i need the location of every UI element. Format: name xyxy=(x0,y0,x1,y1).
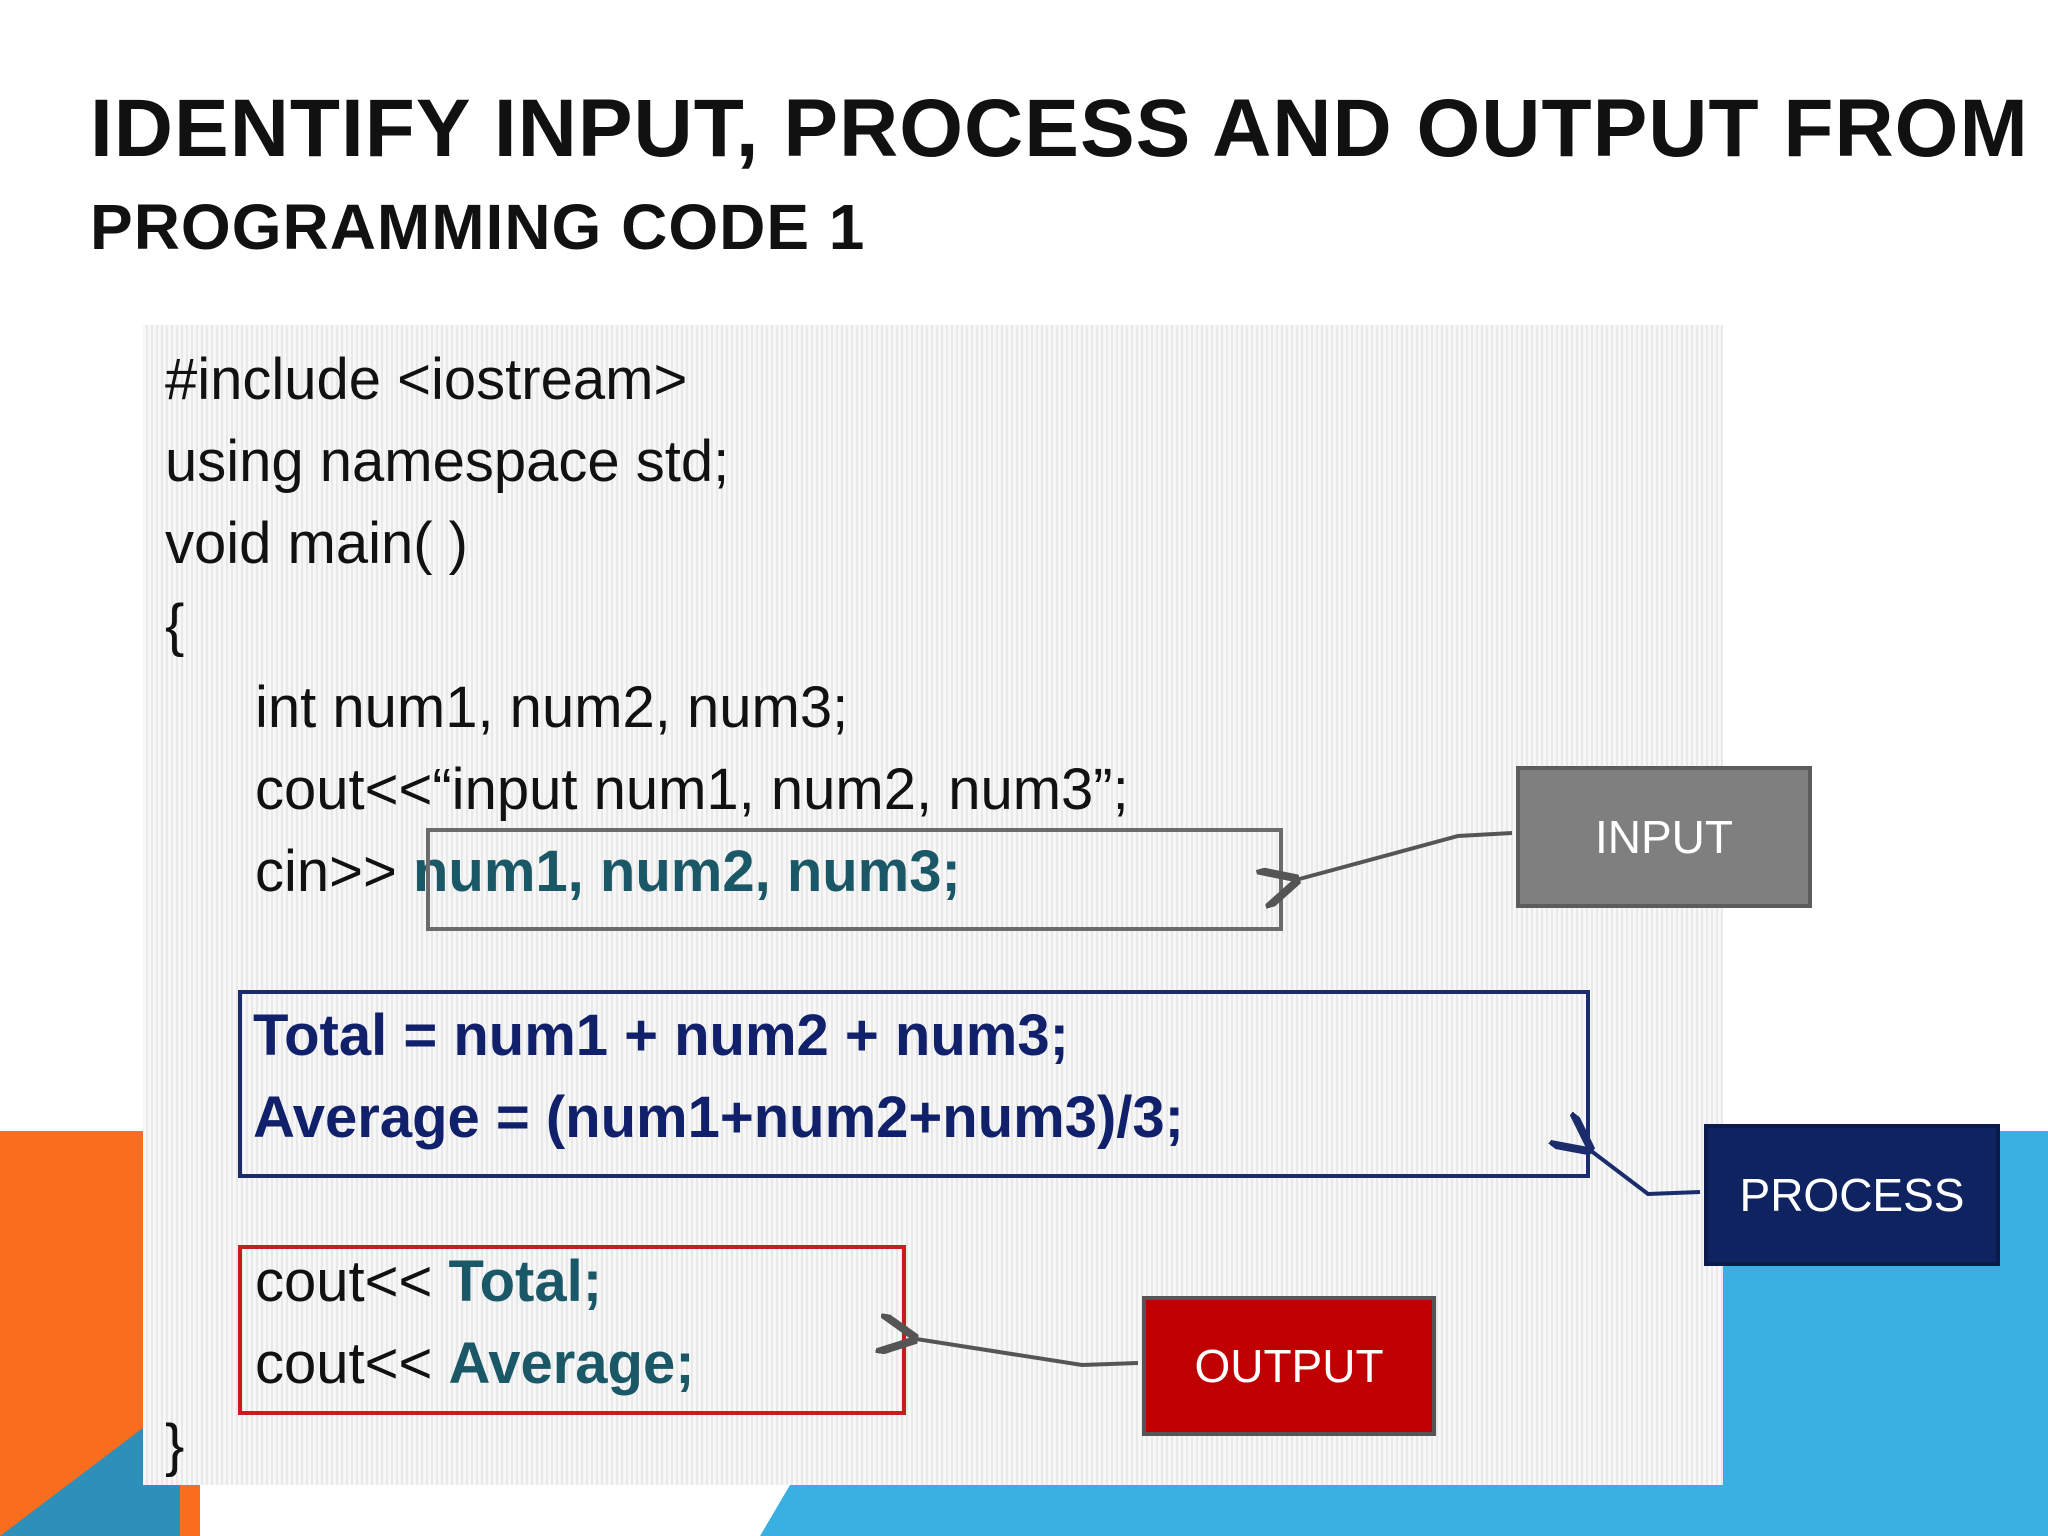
code-panel xyxy=(143,325,1723,1485)
cin-keyword: cin>> xyxy=(255,839,413,904)
code-line-close-brace: } xyxy=(165,1413,185,1478)
code-line-include: #include <iostream> xyxy=(165,347,688,412)
process-highlight-box xyxy=(238,990,1590,1178)
cout-average-var: Average; xyxy=(448,1331,695,1396)
code-line-average: Average = (num1+num2+num3)/3; xyxy=(253,1085,1184,1150)
code-line-cin: cin>> num1, num2, num3; xyxy=(255,843,961,901)
input-highlight-box xyxy=(426,828,1283,931)
cout-keyword: cout<< xyxy=(255,1249,449,1314)
code-line-cout-average: cout<< Average; xyxy=(255,1335,695,1393)
blue-accent-triangle xyxy=(0,1400,180,1536)
output-highlight-box xyxy=(238,1245,906,1415)
code-line-main: void main( ) xyxy=(165,511,468,576)
code-line-prompt: cout<<“input num1, num2, num3”; xyxy=(255,757,1129,822)
code-line-declare: int num1, num2, num3; xyxy=(255,675,849,740)
code-line-cout-total: cout<< Total; xyxy=(255,1253,602,1311)
code-line-namespace: using namespace std; xyxy=(165,429,730,494)
code-line-open-brace: { xyxy=(165,593,185,658)
cin-variables: num1, num2, num3; xyxy=(413,839,961,904)
output-label: OUTPUT xyxy=(1142,1296,1436,1436)
input-label: INPUT xyxy=(1516,766,1812,908)
process-label: PROCESS xyxy=(1704,1124,2000,1266)
slide-title: IDENTIFY INPUT, PROCESS AND OUTPUT FROM xyxy=(90,83,2029,174)
code-line-total: Total = num1 + num2 + num3; xyxy=(253,1003,1069,1068)
cout-total-var: Total; xyxy=(448,1249,603,1314)
slide-subtitle: PROGRAMMING CODE 1 xyxy=(90,191,866,263)
cout-keyword: cout<< xyxy=(255,1331,449,1396)
